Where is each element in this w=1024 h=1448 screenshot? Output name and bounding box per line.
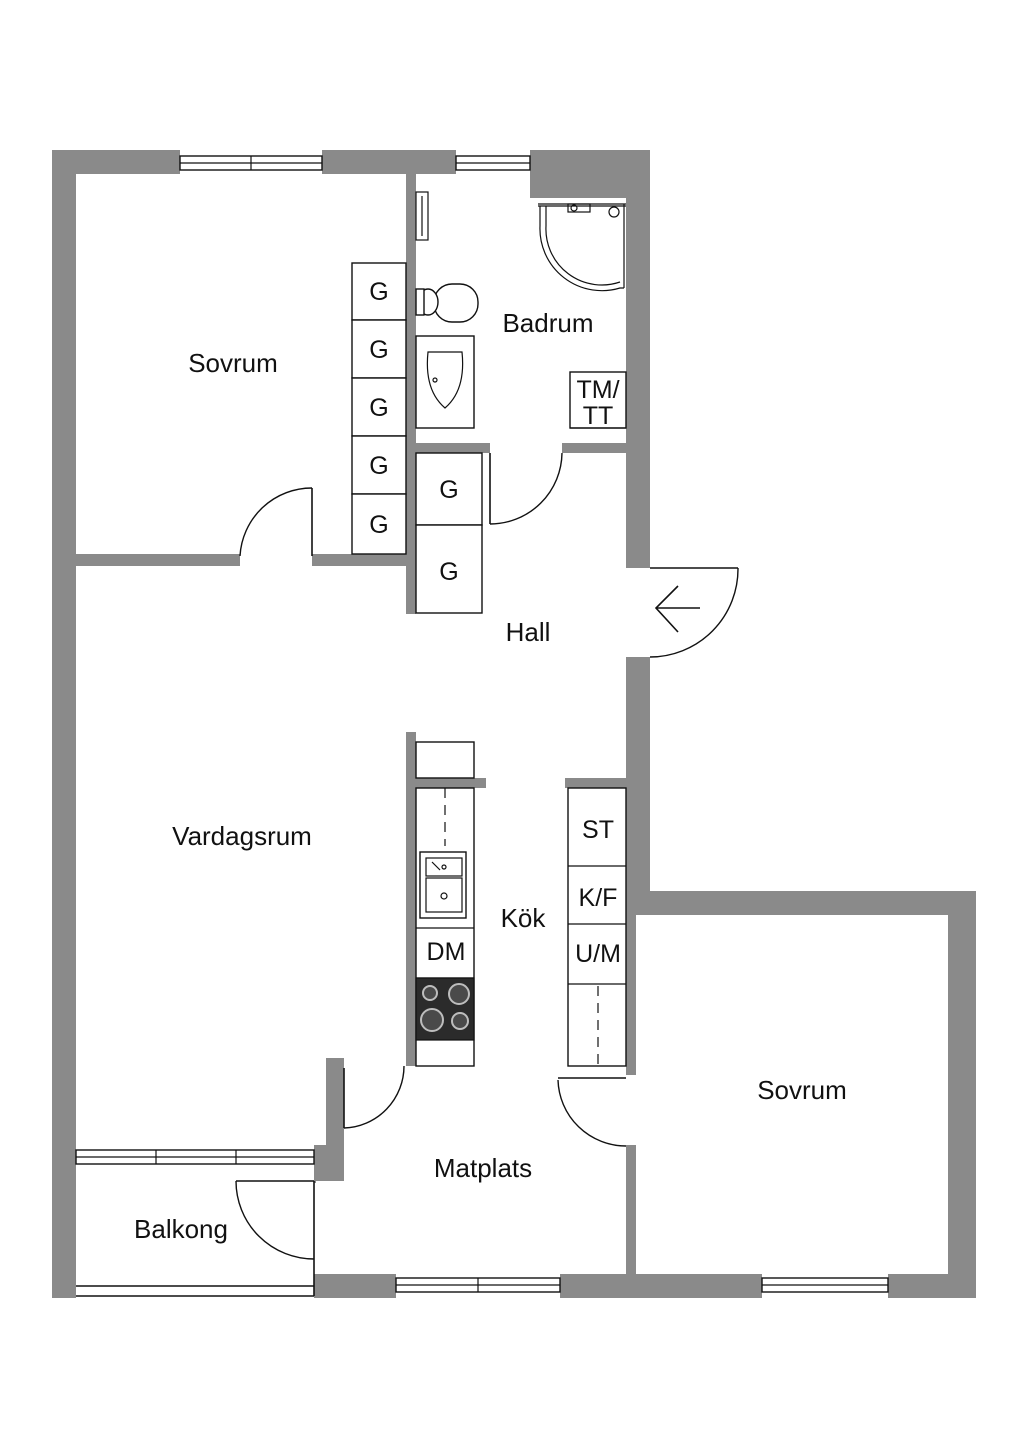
svg-text:G: G [369, 336, 388, 364]
wardrobes-sovrum: G G G G G [351, 262, 407, 555]
window-badrum-top [455, 155, 531, 171]
sink-icon [415, 335, 475, 429]
exterior-walls [52, 150, 976, 1298]
arrow-left-icon [654, 585, 700, 633]
room-label-sovrum-2: Sovrum [757, 1075, 847, 1105]
door-balkong [235, 1180, 315, 1260]
svg-text:TM/: TM/ [576, 376, 619, 404]
svg-text:G: G [439, 558, 458, 586]
hob-icon [415, 977, 475, 1041]
interior-walls [52, 174, 636, 1285]
svg-text:TT: TT [583, 402, 614, 430]
svg-text:G: G [439, 476, 458, 504]
room-label-balkong: Balkong [134, 1214, 228, 1244]
stove-unit: ST [568, 816, 626, 867]
wardrobes-hall: G G [415, 452, 483, 614]
room-label-badrum: Badrum [502, 308, 593, 338]
svg-text:G: G [369, 394, 388, 422]
window-sovrum-top [179, 155, 323, 171]
svg-text:U/M: U/M [575, 940, 621, 968]
doors [235, 452, 739, 1260]
room-label-sovrum-1: Sovrum [188, 348, 278, 378]
window-sovrum2-bottom [761, 1277, 889, 1293]
wardrobe-4: G [351, 435, 407, 495]
svg-text:K/F: K/F [579, 884, 618, 912]
wardrobe-3: G [351, 377, 407, 437]
room-label-hall: Hall [506, 617, 551, 647]
wardrobe-hall-1: G [415, 452, 483, 526]
kitchen-sink-icon [419, 851, 467, 919]
wardrobe-1: G [351, 262, 407, 321]
door-badrum [489, 452, 563, 525]
svg-text:DM: DM [427, 938, 466, 966]
radiator [415, 191, 429, 241]
room-labels: Sovrum Badrum Hall Vardagsrum Kök Sovrum… [134, 308, 847, 1244]
wardrobe-hall-2: G [415, 524, 483, 614]
toilet-icon [415, 283, 479, 323]
door-entrance [649, 567, 739, 658]
door-sovrum2 [557, 1077, 627, 1147]
fridge-freezer: K/F [568, 884, 626, 925]
door-sovrum1 [239, 487, 313, 557]
svg-text:G: G [369, 511, 388, 539]
washer-dryer: TM/ TT [569, 371, 627, 430]
room-label-kok: Kök [501, 903, 547, 933]
room-label-matplats: Matplats [434, 1153, 532, 1183]
door-kok-matplats [343, 1065, 405, 1129]
kitchen-right-counter: ST K/F U/M [567, 787, 627, 1067]
windows [75, 155, 889, 1297]
svg-text:ST: ST [582, 816, 614, 844]
svg-text:G: G [369, 278, 388, 306]
room-label-vardagsrum: Vardagsrum [172, 821, 312, 851]
svg-text:G: G [369, 452, 388, 480]
wardrobe-5: G [351, 493, 407, 555]
bathroom-fixtures: TM/ TT [415, 191, 627, 430]
window-matplats-bottom [395, 1277, 561, 1293]
kitchen-left-counter: DM [415, 741, 475, 1067]
window-balkong-door [75, 1149, 315, 1165]
wardrobe-2: G [351, 319, 407, 379]
shower-icon [538, 203, 626, 292]
balkong-railing [76, 1181, 315, 1297]
oven-microwave: U/M [568, 940, 626, 985]
